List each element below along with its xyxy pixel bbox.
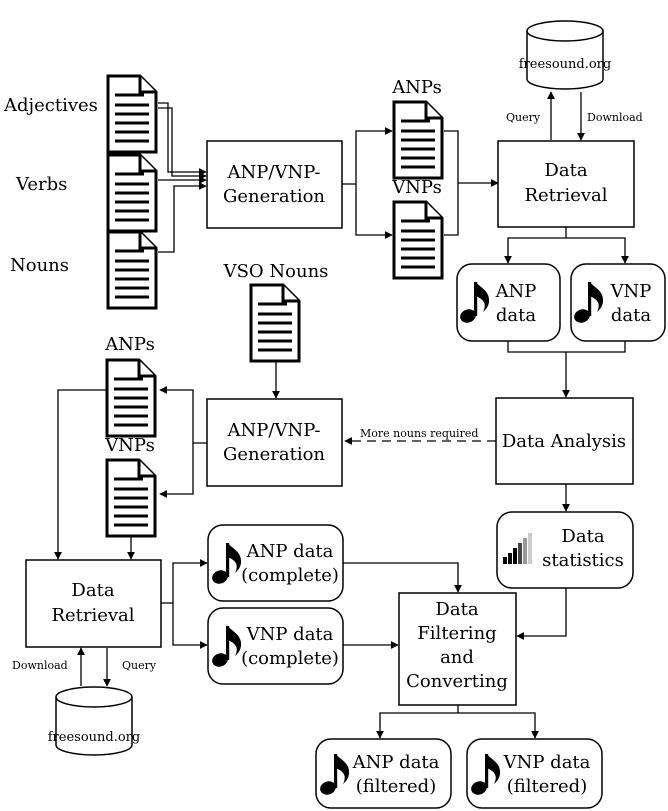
analysis-label: Data Analysis [502, 431, 626, 452]
generation-to-pairs-connectors [342, 127, 393, 239]
freesound-top-label: freesound.org [519, 57, 611, 72]
query-bottom-label: Query [122, 659, 157, 672]
anp-filtered-box [315, 738, 452, 809]
adjectives-label: Adjectives [3, 95, 98, 116]
filtering-to-filtered-connectors [376, 705, 539, 739]
feedback-label: More nouns required [360, 427, 478, 440]
generation-bottom-line1: ANP/VNP- [227, 420, 321, 441]
vso-nouns-label: VSO Nouns [223, 261, 329, 282]
vnp-filtered-line1: VNP data [503, 752, 591, 773]
retrieval-box-top [497, 140, 635, 228]
complete-to-filtering-connectors [343, 562, 462, 649]
anp-filtered-line2: (filtered) [356, 776, 436, 797]
pairs-to-retrieval-bottom-connectors [54, 389, 135, 560]
anp-data-box [456, 263, 561, 342]
feedback-label-bg [356, 426, 484, 440]
filtering-line1: Data [435, 599, 478, 620]
vnp-data-line2: data [611, 305, 651, 326]
adjectives-document-icon [106, 74, 158, 154]
retrieval-top-line1: Data [544, 160, 587, 181]
generation-bottom-line2: Generation [223, 444, 325, 465]
filtering-line2: Filtering [417, 623, 496, 644]
vnp-complete-box [207, 607, 344, 685]
download-bottom-label: Download [12, 659, 68, 672]
retrieval-bottom-line1: Data [71, 580, 114, 601]
bar-chart-icon [503, 533, 532, 564]
generation-box-top [206, 140, 343, 229]
verbs-label: Verbs [15, 174, 67, 195]
anp-complete-line2: (complete) [241, 565, 339, 586]
pairs-to-retrieval-connectors [444, 130, 499, 236]
generation-bottom-to-pairs-connectors [159, 386, 207, 498]
retrieval-box-bottom [25, 559, 162, 648]
statistics-line2: statistics [542, 550, 624, 571]
anps-top-document-icon [392, 100, 444, 180]
anps-top-label: ANPs [391, 77, 442, 98]
statistics-box [496, 511, 634, 589]
freesound-bottom-label: freesound.org [48, 730, 140, 745]
filtering-line4: Converting [406, 671, 508, 692]
vnps-bottom-label: VNPs [104, 435, 155, 456]
verbs-document-icon [106, 153, 158, 233]
download-top-label: Download [587, 111, 643, 124]
vnps-bottom-document-icon [105, 458, 157, 538]
anp-complete-line1: ANP data [246, 541, 334, 562]
vnp-data-line1: VNP [610, 281, 652, 302]
generation-box-bottom [206, 398, 343, 487]
vnps-top-label: VNPs [391, 177, 442, 198]
nouns-label: Nouns [10, 255, 69, 276]
vnp-filtered-box [466, 738, 603, 809]
analysis-box [495, 397, 634, 485]
query-top-label: Query [506, 111, 541, 124]
statistics-line1: Data [561, 526, 604, 547]
vnp-data-box [570, 263, 666, 342]
anps-bottom-document-icon [105, 358, 157, 438]
generation-top-line2: Generation [223, 186, 325, 207]
vnps-top-document-icon [392, 200, 444, 280]
freesound-database-top-icon [526, 20, 604, 90]
anp-data-line2: data [496, 305, 536, 326]
retrieval-to-data-connectors [504, 227, 629, 264]
generation-top-line1: ANP/VNP- [227, 162, 321, 183]
retrieval-top-line2: Retrieval [524, 185, 607, 206]
statistics-to-filtering-arrow [516, 588, 567, 640]
retrieval-to-complete-connectors [161, 559, 208, 649]
nouns-document-icon [106, 230, 158, 310]
filtering-line3: and [440, 647, 474, 668]
anps-bottom-label: ANPs [104, 334, 155, 355]
vnp-complete-line1: VNP data [246, 624, 334, 645]
filtering-box [398, 592, 517, 706]
retrieval-bottom-line2: Retrieval [51, 605, 134, 626]
vnp-complete-line2: (complete) [241, 648, 339, 669]
input-connectors [158, 102, 207, 253]
anp-filtered-line1: ANP data [352, 752, 440, 773]
anp-data-line1: ANP [495, 281, 537, 302]
data-to-analysis-connectors [507, 341, 626, 398]
vso-nouns-document-icon [249, 283, 301, 363]
vnp-filtered-line2: (filtered) [507, 776, 587, 797]
